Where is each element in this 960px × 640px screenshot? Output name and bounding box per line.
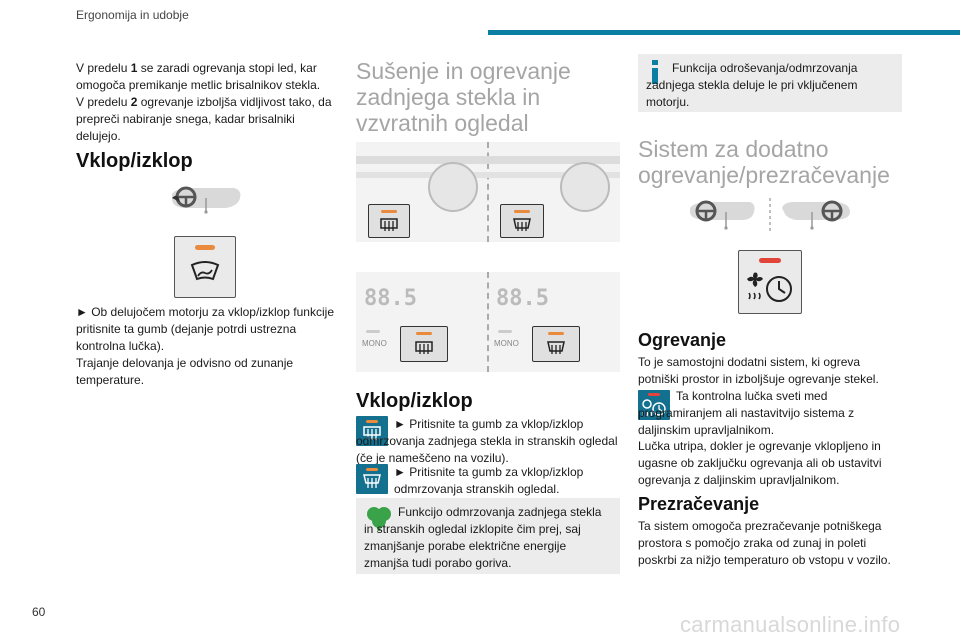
mirror-heat-icon (513, 218, 531, 231)
console-illustration-top (356, 142, 620, 242)
item-rear-defrost: ► Pritisnite ta gumb za vklop/izklop odm… (356, 417, 618, 465)
info-note: Funkcija odroševanja/odmrzovanja zadnjeg… (638, 54, 902, 112)
aux-heating-indicator-icon (638, 390, 670, 420)
rear-defrost-button-illustration-2 (400, 326, 448, 362)
aux-heating-button[interactable] (738, 250, 802, 314)
rear-defrost-button-illustration (368, 204, 410, 238)
heading-vklop-izklop: Vklop/izklop (76, 150, 193, 172)
subheading-heating: Ogrevanje (638, 330, 727, 350)
indicator-led (195, 245, 215, 250)
paragraph-area-1: V predelu 1 se zaradi ogrevanja stopi le… (76, 61, 321, 92)
dashboard-steering-wheel-icon (172, 186, 241, 214)
indicator-led-red (759, 258, 781, 263)
console-illustration-bottom: 88.5 88.5 MONO MONO (356, 272, 620, 372)
display-right: 88.5 (496, 286, 549, 311)
mirror-defrost-button-icon (356, 464, 388, 494)
paragraph-area-2: V predelu 2 ogrevanje izboljša vidljivos… (76, 95, 332, 143)
heading-rear-defrost: Sušenje in ogrevanje zadnjega stekla in … (356, 58, 571, 136)
mirror-defrost-button-illustration (500, 204, 544, 238)
display-left: 88.5 (364, 286, 417, 311)
mirror-defrost-button-illustration-2 (532, 326, 580, 362)
col1-instructions: ► Ob delujočem motorju za vklop/izklop f… (76, 304, 338, 389)
mono-label-left: MONO (362, 339, 387, 348)
page-number: 60 (32, 605, 46, 619)
eco-note: Funkcijo odmrzovanja zadnjega stekla in … (356, 498, 620, 574)
paragraph-heating: To je samostojni dodatni sistem, ki ogre… (638, 355, 879, 386)
col1-intro: V predelu 1 se zaradi ogrevanja stopi le… (76, 60, 338, 145)
info-note-text: Funkcija odroševanja/odmrzovanja zadnjeg… (646, 61, 858, 109)
watermark: carmanualsonline.info (680, 612, 901, 637)
mirror-heat-icon (547, 341, 565, 354)
fan-timer-icon (642, 399, 666, 417)
bullet-press-button: ► Ob delujočem motorju za vklop/izklop f… (76, 305, 334, 353)
eco-leaf-icon (367, 507, 391, 531)
paragraph-indicator-blink: Lučka utripa, dokler je ogrevanje vklopl… (638, 439, 882, 487)
eco-note-text: Funkcijo odmrzovanja zadnjega stekla in … (364, 505, 602, 570)
paragraph-duration: Trajanje delovanja je odvisno od zunanje… (76, 356, 294, 387)
paragraph-indicator-on: Ta kontrolna lučka sveti med programiran… (638, 389, 855, 437)
rear-defrost-button-icon (356, 416, 388, 446)
rear-window-heat-icon (415, 341, 433, 354)
climate-knob-right (560, 162, 610, 212)
info-icon (652, 60, 658, 84)
mirror-heat-icon (363, 474, 381, 488)
subheading-vklop-izklop: Vklop/izklop (356, 390, 473, 412)
rear-window-heat-icon (380, 218, 398, 231)
fan-timer-icon (747, 272, 792, 302)
paragraph-ventilation: Ta sistem omogoča prezračevanje potniške… (638, 519, 891, 567)
header-accent-bar (488, 30, 960, 35)
windshield-defrost-button[interactable] (174, 236, 236, 298)
running-header: Ergonomija in udobje (76, 8, 189, 22)
climate-knob-left (428, 162, 478, 212)
mono-label-right: MONO (494, 339, 519, 348)
dashboard-steering-wheels-icon (690, 198, 850, 234)
rear-window-heat-icon (363, 426, 381, 440)
subheading-ventilation: Prezračevanje (638, 494, 760, 514)
heading-aux-heating: Sistem za dodatno ogrevanje/prezračevanj… (638, 136, 890, 188)
windshield-heat-icon (190, 261, 220, 281)
item-mirror-defrost: ► Pritisnite ta gumb za vklop/izklop odm… (394, 465, 584, 496)
